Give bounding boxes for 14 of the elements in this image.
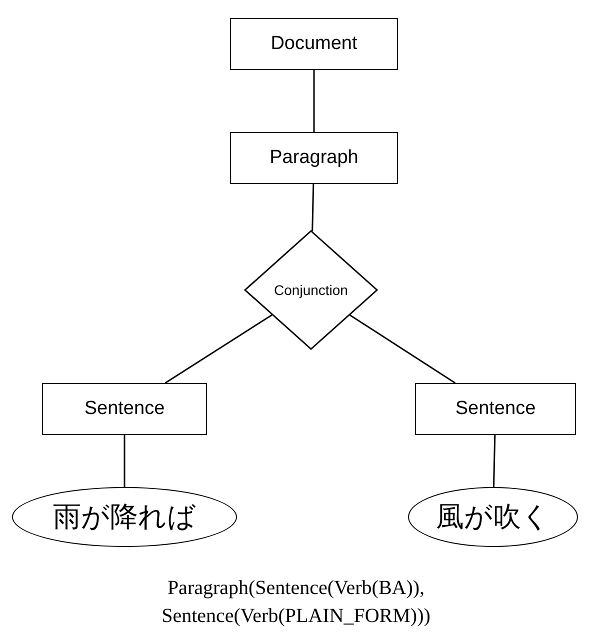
connector-line — [313, 70, 315, 132]
entity-box: Paragraph — [230, 132, 398, 184]
relationship-diamond: Conjunction — [244, 230, 378, 350]
entity-box: Document — [230, 18, 398, 70]
caption: Paragraph(Sentence(Verb(BA)), Sentence(Verb(PLAIN_FORM))) — [160, 576, 432, 629]
connector-line — [164, 314, 272, 384]
entity-box: Sentence — [415, 383, 576, 435]
connector-line — [492, 434, 496, 488]
connector-line — [350, 314, 456, 384]
connector-line — [124, 435, 126, 487]
entity-box: Sentence — [42, 383, 207, 435]
attribute-ellipse: 雨が降れば — [12, 487, 237, 547]
connector-line — [312, 184, 314, 232]
attribute-ellipse: 風が吹く — [408, 487, 578, 547]
